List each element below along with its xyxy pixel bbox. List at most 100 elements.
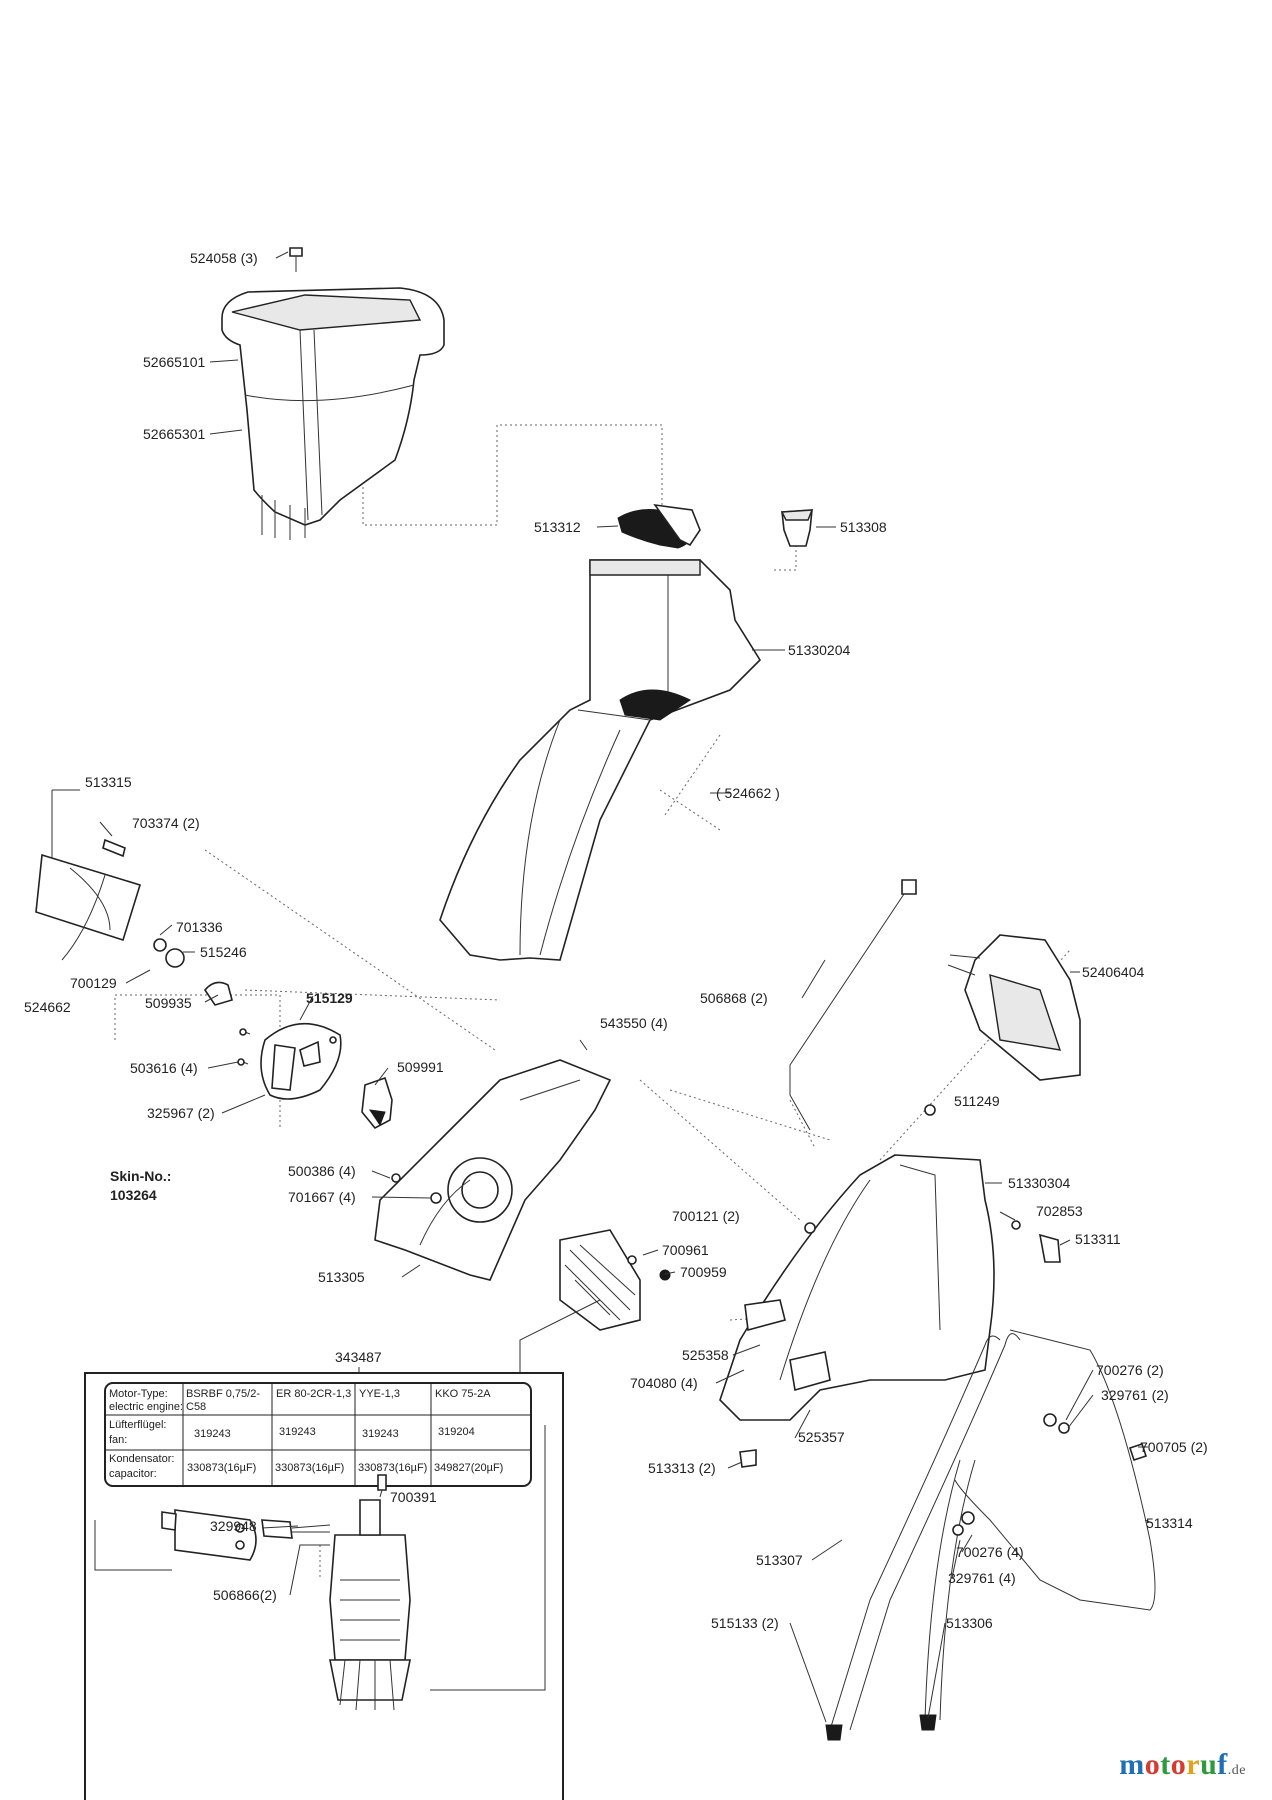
table-capacitor-de: Kondensator:: [109, 1453, 174, 1465]
label-509935: 509935: [145, 995, 192, 1011]
table-fan-2: 319243: [279, 1426, 316, 1438]
logo-letter: o: [1144, 1748, 1161, 1781]
table-fan-4: 319204: [438, 1426, 475, 1438]
label-700959: 700959: [680, 1264, 727, 1280]
label-700391: 700391: [390, 1489, 437, 1505]
label-525358: 525358: [682, 1347, 729, 1363]
label-329761-2: 329761 (2): [1101, 1387, 1169, 1403]
wire-506868: [789, 879, 917, 1149]
table-capacitor-3: 330873(16µF): [358, 1462, 427, 1474]
label-513311: 513311: [1075, 1231, 1121, 1247]
label-52406404: 52406404: [1082, 964, 1145, 980]
table-capacitor-4: 349827(20µF): [434, 1462, 503, 1474]
label-700961: 700961: [662, 1242, 709, 1258]
motor-assembly-box: [84, 1367, 564, 1800]
seal-part-513312: [617, 503, 701, 549]
logo-letter: u: [1200, 1748, 1218, 1781]
label-506866: 506866(2): [213, 1587, 277, 1603]
logo-suffix: .de: [1227, 1763, 1246, 1778]
label-511249: 511249: [954, 1093, 1000, 1109]
table-fan-de: Lüfterflügel:: [109, 1419, 166, 1431]
housing-513305: [374, 1059, 612, 1281]
label-513313: 513313 (2): [648, 1460, 716, 1476]
logo-letter: r: [1186, 1748, 1201, 1781]
logo-letter: t: [1160, 1748, 1171, 1781]
label-329761-4: 329761 (4): [948, 1570, 1016, 1586]
label-leader-lines: [99, 251, 1153, 1723]
switch-509991: [361, 1076, 393, 1130]
label-509991: 509991: [397, 1059, 444, 1075]
table-motor-type-en: electric engine:: [109, 1401, 183, 1413]
table-lead-right: [430, 1425, 546, 1691]
label-524662-optional: ( 524662 ): [716, 785, 780, 801]
label-329948: 329948: [210, 1518, 257, 1534]
label-325967: 325967 (2): [147, 1105, 215, 1121]
logo-letter: m: [1119, 1748, 1145, 1781]
switch-plate-515129: [260, 1022, 342, 1100]
label-513312: 513312: [534, 519, 581, 535]
label-503616: 503616 (4): [130, 1060, 198, 1076]
table-motor-bsrbf: BSRBF 0,75/2-: [186, 1388, 260, 1400]
label-343487: 343487: [335, 1349, 382, 1365]
table-lead-left: [94, 1520, 172, 1571]
label-524058: 524058 (3): [190, 250, 258, 266]
label-513315: 513315: [85, 774, 132, 790]
label-704080: 704080 (4): [630, 1375, 698, 1391]
table-capacitor-en: capacitor:: [109, 1468, 157, 1480]
label-700276-4: 700276 (4): [956, 1544, 1024, 1560]
table-motor-bsrbf-2: C58: [186, 1401, 206, 1413]
small-hardware-left: [153, 938, 251, 1066]
hopper-cap-part: [221, 247, 445, 540]
label-506868: 506868 (2): [700, 990, 768, 1006]
label-skin-no: Skin-No.:: [110, 1168, 171, 1184]
table-motor-yye: YYE-1,3: [359, 1388, 400, 1400]
cover-plate-513315: [35, 789, 142, 961]
label-700129: 700129: [70, 975, 117, 991]
table-motor-kko: KKO 75-2A: [435, 1388, 491, 1400]
label-515133: 515133 (2): [711, 1615, 779, 1631]
label-52665101: 52665101: [143, 354, 206, 370]
label-701336: 701336: [176, 919, 223, 935]
label-skin-number: 103264: [110, 1187, 157, 1203]
logo-letter: o: [1170, 1748, 1187, 1781]
part-labels: 524058 (3) 52665101 52665301 513312 5133…: [24, 250, 1208, 1631]
table-motor-er80: ER 80-2CR-1,3: [276, 1388, 351, 1400]
table-fan-en: fan:: [109, 1434, 127, 1446]
label-51330204: 51330204: [788, 642, 851, 658]
label-702853: 702853: [1036, 1203, 1083, 1219]
table-capacitor-2: 330873(16µF): [275, 1462, 344, 1474]
label-500386: 500386 (4): [288, 1163, 356, 1179]
fan-impeller: [559, 1229, 671, 1331]
label-515246: 515246: [200, 944, 247, 960]
label-703374: 703374 (2): [132, 815, 200, 831]
label-513308: 513308: [840, 519, 887, 535]
label-700276-2: 700276 (2): [1096, 1362, 1164, 1378]
motoruf-logo[interactable]: motoruf.de: [1119, 1748, 1246, 1782]
label-51330304: 51330304: [1008, 1175, 1071, 1191]
chute-part-51330204: [439, 559, 762, 961]
label-525357: 525357: [798, 1429, 845, 1445]
table-lead-top: [519, 1299, 601, 1373]
logo-text: motoruf: [1119, 1748, 1228, 1781]
table-fan-1: 319243: [194, 1428, 231, 1440]
label-513314: 513314: [1146, 1515, 1193, 1531]
logo-letter: f: [1217, 1748, 1228, 1781]
label-700121: 700121 (2): [672, 1208, 740, 1224]
label-524662: 524662: [24, 999, 71, 1015]
label-513307: 513307: [756, 1552, 803, 1568]
label-513306: 513306: [946, 1615, 993, 1631]
label-701667: 701667 (4): [288, 1189, 356, 1205]
label-700705: 700705 (2): [1140, 1439, 1208, 1455]
switch-box-52406404: [947, 934, 1081, 1081]
cap-part-513308: [780, 509, 814, 547]
label-513305: 513305: [318, 1269, 365, 1285]
table-motor-type-de: Motor-Type:: [109, 1388, 168, 1400]
frame-tubes: [739, 1329, 1156, 1741]
table-fan-3: 319243: [362, 1428, 399, 1440]
motor-table: Motor-Type: electric engine: BSRBF 0,75/…: [109, 1388, 503, 1480]
label-515129: 515129: [306, 990, 353, 1006]
label-543550: 543550 (4): [600, 1015, 668, 1031]
table-capacitor-1: 330873(16µF): [187, 1462, 256, 1474]
label-52665301: 52665301: [143, 426, 206, 442]
